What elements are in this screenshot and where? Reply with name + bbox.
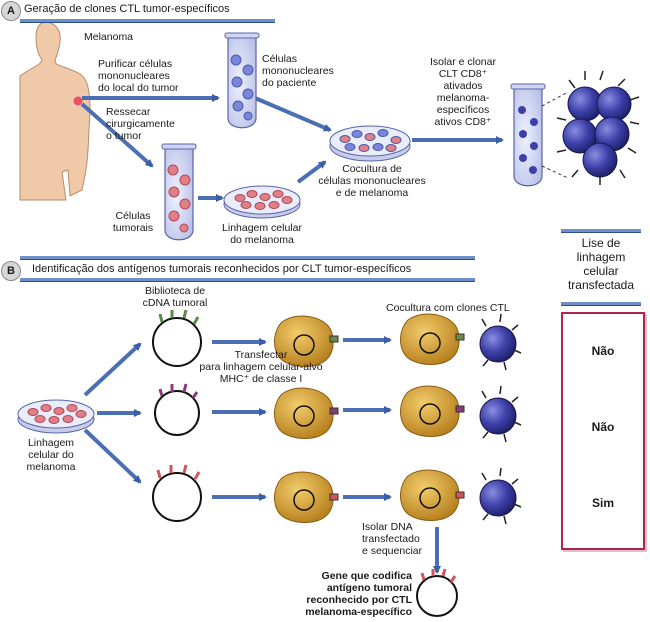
lysis-result-row-2: Não — [591, 420, 615, 434]
lysis-results-box — [561, 312, 645, 550]
tube-ctl-clones — [510, 83, 569, 187]
ctl-cluster — [556, 70, 640, 185]
plasmid-row-1 — [152, 309, 202, 367]
tube-patient-cells — [224, 32, 260, 129]
melanoma-spot — [73, 96, 83, 106]
label-coculture-ctl: Cocultura com clones CTL — [386, 302, 510, 314]
dish-coculture — [329, 125, 411, 162]
dish-melanoma-line-b — [17, 399, 95, 434]
plasmid-row-3 — [152, 464, 202, 522]
lysis-underline — [561, 302, 641, 306]
section-a-underline — [20, 19, 275, 23]
section-b-underline — [20, 278, 475, 282]
section-b-overline — [20, 256, 475, 260]
section-a-arrows — [80, 94, 504, 202]
plasmid-row-2 — [154, 383, 200, 436]
dish-melanoma-line — [223, 185, 301, 219]
tube-tumor-cells — [161, 143, 197, 241]
plasmid-gene — [416, 568, 458, 617]
section-a-letter: A — [1, 1, 21, 21]
apc-cells — [274, 315, 339, 523]
coculture-cells — [400, 313, 522, 525]
lysis-result-row-3: Sim — [591, 496, 614, 510]
section-a-title: Geração de clones CTL tumor-específicos — [24, 3, 230, 15]
section-b-letter: B — [1, 261, 21, 281]
lysis-result-row-1: Não — [591, 344, 615, 358]
lysis-overline — [561, 229, 641, 233]
label-melanoma: Melanoma — [84, 31, 134, 43]
section-b-arrows — [83, 336, 441, 574]
patient-figure — [19, 21, 91, 201]
section-b-title: Identificação dos antígenos tumorais rec… — [32, 263, 412, 275]
